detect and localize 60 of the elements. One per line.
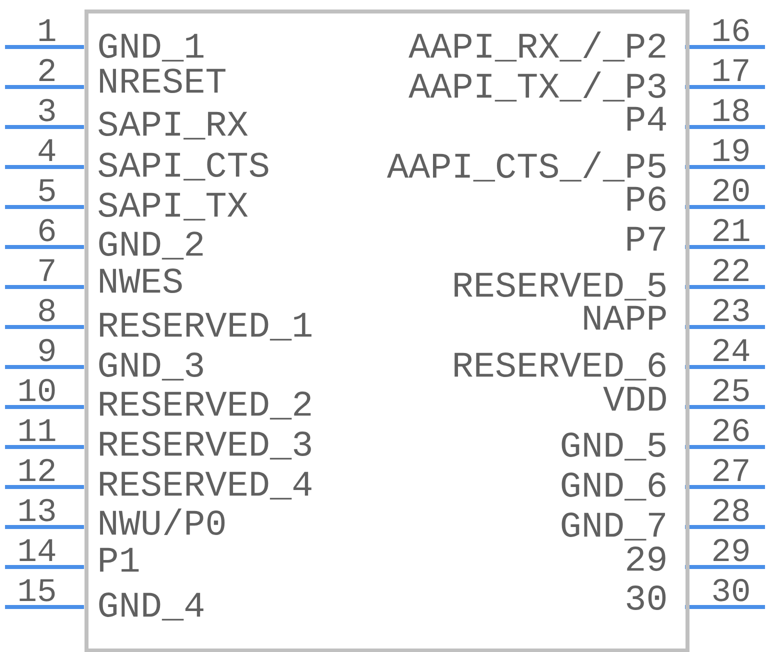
pin-number: 29 <box>714 538 749 562</box>
pin-number: 13 <box>20 498 55 522</box>
pin-number: 20 <box>714 178 749 202</box>
pin-number: 22 <box>714 258 748 281</box>
pin-label: RESERVED_4 <box>100 472 312 500</box>
pin-label: P6 <box>627 186 666 211</box>
pin-number: 7 <box>40 259 54 281</box>
pin-number: 11 <box>20 419 56 441</box>
pin-number: 2 <box>39 58 54 81</box>
pin-number: 12 <box>20 458 54 481</box>
pin-label: AAPI_CTS_/_P5 <box>386 152 666 182</box>
pin-number: 27 <box>714 458 748 481</box>
pin-number: 23 <box>714 298 749 322</box>
pin-number: 4 <box>38 139 56 161</box>
pin-label: NWES <box>100 268 182 293</box>
pin-number: 8 <box>39 298 55 322</box>
pin-label: RESERVED_6 <box>454 352 666 380</box>
pin-number: 28 <box>714 498 749 522</box>
pin-number: 19 <box>714 138 749 162</box>
pin-label: SAPI_RX <box>98 112 248 140</box>
pin-number: 1 <box>39 19 56 41</box>
pin-label: RESERVED_3 <box>100 432 311 460</box>
pin-label: NRESET <box>100 68 226 93</box>
pin-number: 3 <box>39 98 55 122</box>
pin-number: 16 <box>714 18 749 42</box>
pin-label: NAPP <box>584 306 666 330</box>
pin-label: GND_7 <box>562 512 665 540</box>
pin-number: 26 <box>714 418 749 442</box>
pin-number: 10 <box>20 378 55 402</box>
pin-label: AAPI_TX_/_P3 <box>408 72 666 102</box>
pin-label: P7 <box>627 226 665 251</box>
pin-number: 25 <box>714 378 749 402</box>
pin-label: RESERVED_1 <box>100 312 312 340</box>
pin-number: 18 <box>714 98 749 122</box>
pin-number: 17 <box>714 59 748 81</box>
pin-number: 21 <box>714 218 750 241</box>
pin-label: RESERVED_5 <box>454 272 666 300</box>
pin-number: 5 <box>39 179 55 202</box>
pin-label: 29 <box>627 546 666 571</box>
pin-label: 30 <box>626 586 666 610</box>
pin-label: GND_1 <box>99 34 204 62</box>
pin-label: GND_4 <box>99 592 204 620</box>
pin-number: 15 <box>20 579 55 602</box>
pin-label: GND_6 <box>562 472 666 500</box>
pin-number: 9 <box>39 338 55 362</box>
pin-label: GND_2 <box>99 232 203 260</box>
pin-label: P4 <box>627 106 666 131</box>
pin-label: GND_5 <box>562 432 666 460</box>
pin-label: GND_3 <box>99 352 203 380</box>
pin-label: AAPI_RX_/_P2 <box>408 32 666 62</box>
pin-label: RESERVED_2 <box>100 392 311 420</box>
pin-label: P1 <box>100 548 139 572</box>
pin-number: 14 <box>20 539 56 561</box>
pin-label: NWU/P0 <box>100 508 225 535</box>
pin-label: VDD <box>603 386 666 411</box>
pin-number: 30 <box>713 578 749 602</box>
pin-number: 24 <box>714 338 750 361</box>
pin-label: SAPI_TX <box>98 192 248 220</box>
pin-label: SAPI_CTS <box>98 152 268 180</box>
pin-number: 6 <box>39 218 55 242</box>
